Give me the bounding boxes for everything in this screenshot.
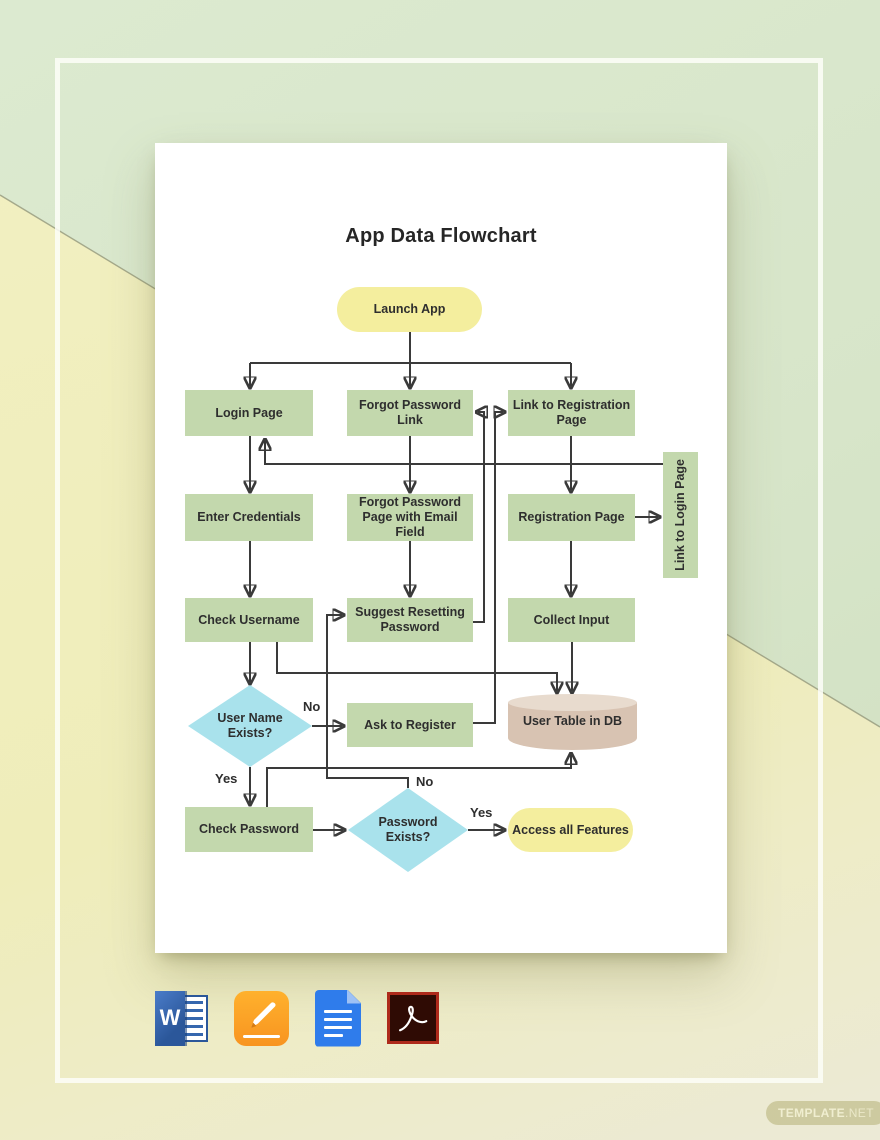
- node-registration-page: Registration Page: [508, 494, 635, 541]
- page-title: App Data Flowchart: [345, 225, 537, 247]
- edge-askregister-to-reglink: [473, 412, 503, 724]
- node-check-password: Check Password: [185, 807, 313, 852]
- node-enter-credentials: Enter Credentials: [185, 494, 313, 541]
- node-user-table-db: User Table in DB: [508, 694, 637, 750]
- pages-baseline: [243, 1034, 280, 1038]
- flow-connectors: [155, 332, 663, 953]
- node-login-page: Login Page: [185, 390, 313, 436]
- edge-label-password-no: No: [416, 774, 434, 789]
- node-launch-app: Launch App: [337, 287, 482, 332]
- node-ask-to-register: Ask to Register: [347, 703, 473, 747]
- edge-label-password-yes: Yes: [470, 805, 493, 820]
- google-docs-icon: [315, 989, 361, 1047]
- template-net-watermark: TEMPLATE.NET: [766, 1101, 880, 1125]
- apple-pages-icon: [234, 990, 289, 1046]
- pen-icon: [251, 1001, 276, 1028]
- edge-label-username-yes: Yes: [215, 771, 238, 786]
- adobe-pdf-icon: [387, 992, 439, 1044]
- docs-folded-corner: [347, 989, 361, 1004]
- node-access-all-features: Access all Features: [508, 808, 633, 852]
- node-link-to-registration-page: Link to Registration Page: [508, 390, 635, 436]
- watermark-light-text: .NET: [844, 1106, 874, 1120]
- microsoft-word-icon: W: [155, 990, 208, 1046]
- edge-checkpass-to-usertable: [266, 755, 571, 807]
- document-page: App Data Flowchart: [155, 143, 727, 953]
- edge-suggest-to-forgotlink: [473, 412, 484, 623]
- available-format-icons: W: [155, 989, 439, 1047]
- database-cylinder-top: [508, 694, 637, 711]
- edge-linklogin-to-login: [265, 441, 663, 465]
- edge-checkuser-to-usertable: [276, 642, 557, 691]
- edge-password-no-to-suggest: [326, 615, 409, 788]
- word-letter: W: [155, 990, 185, 1046]
- node-forgot-password-link: Forgot Password Link: [347, 390, 473, 436]
- node-collect-input: Collect Input: [508, 598, 635, 642]
- node-check-username: Check Username: [185, 598, 313, 642]
- edge-label-username-no: No: [303, 699, 321, 714]
- database-label: User Table in DB: [522, 714, 623, 728]
- node-suggest-resetting-password: Suggest Resetting Password: [347, 598, 473, 642]
- node-forgot-password-page: Forgot Password Page with Email Field: [347, 494, 473, 541]
- decorative-frame: [55, 58, 823, 1083]
- acrobat-glyph: [398, 1005, 428, 1032]
- watermark-bold-text: TEMPLATE: [778, 1106, 845, 1120]
- node-link-to-login-page: Link to Login Page: [663, 452, 698, 578]
